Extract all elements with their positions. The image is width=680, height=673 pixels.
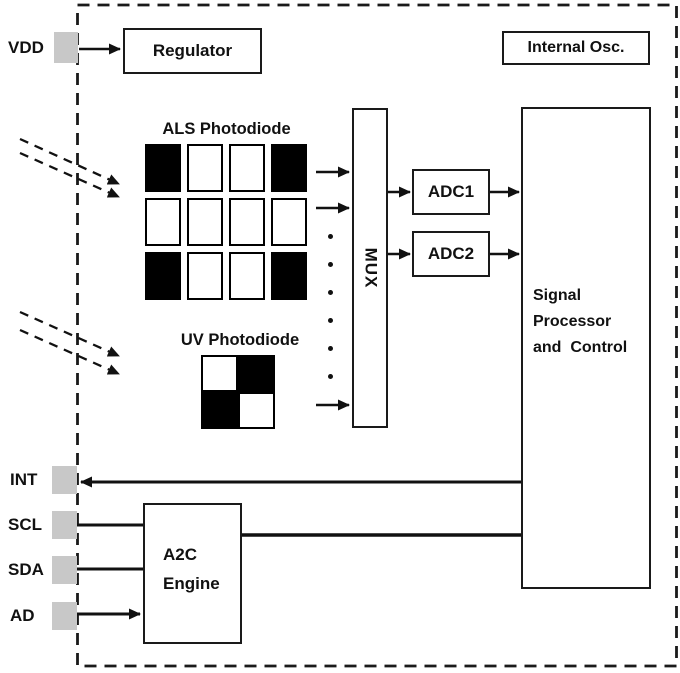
ellipsis-dot [328, 346, 333, 351]
internal-osc-block: Internal Osc. [502, 31, 650, 65]
signal-processor-label-line1: Signal [533, 287, 582, 304]
als-photodiode-label: ALS Photodiode [162, 120, 291, 138]
photodiode-cell-white [187, 198, 223, 246]
vdd-pin [54, 32, 78, 63]
scl-pin [52, 511, 77, 539]
photodiode-cell-black [145, 144, 181, 192]
adc2-block: ADC2 [412, 231, 490, 277]
photodiode-cell-white [145, 198, 181, 246]
photodiode-cell-white [238, 392, 275, 429]
a2c-engine-label-line1: A2C [163, 545, 198, 564]
sda-pin-label: SDA [8, 560, 44, 579]
light-ray-arrow-icon [19, 310, 120, 358]
int-pin-label: INT [10, 470, 38, 489]
photodiode-cell-black [271, 252, 307, 300]
ellipsis-dot [328, 290, 333, 295]
ellipsis-dot [328, 374, 333, 379]
chip-boundary-dashed-border [76, 3, 678, 668]
a2c-engine-label: A2C Engine [163, 540, 220, 598]
photodiode-cell-black [238, 355, 275, 392]
photodiode-cell-black [271, 144, 307, 192]
photodiode-cell-white [229, 198, 265, 246]
ad-pin [52, 602, 77, 630]
adc1-block: ADC1 [412, 169, 490, 215]
a2c-engine-block [143, 503, 242, 644]
a2c-engine-label-line2: Engine [163, 574, 220, 593]
scl-pin-label: SCL [8, 515, 42, 534]
signal-processor-label-line2: Processor [533, 313, 612, 330]
internal-osc-label: Internal Osc. [527, 39, 625, 56]
photodiode-cell-white [229, 252, 265, 300]
ellipsis-dot [328, 234, 333, 239]
regulator-label: Regulator [152, 41, 233, 60]
signal-processor-label: Signal Processor and Control [533, 283, 627, 361]
adc1-label: ADC1 [427, 182, 475, 201]
light-ray-arrow-icon [19, 137, 120, 186]
photodiode-cell-white [187, 144, 223, 192]
mux-channel-ellipsis [328, 234, 333, 379]
int-pin [52, 466, 77, 494]
photodiode-cell-white [229, 144, 265, 192]
ellipsis-dot [328, 262, 333, 267]
mux-block: MUX [352, 108, 388, 428]
sda-pin [52, 556, 77, 584]
vdd-pin-label: VDD [8, 38, 44, 57]
regulator-block: Regulator [123, 28, 262, 74]
signal-processor-label-line3: and Control [533, 339, 628, 356]
signal-processor-block [521, 107, 651, 589]
ad-pin-label: AD [10, 606, 35, 625]
adc2-label: ADC2 [427, 244, 475, 263]
photodiode-cell-black [201, 392, 238, 429]
uv-photodiode-array [201, 355, 275, 429]
photodiode-cell-white [187, 252, 223, 300]
light-ray-arrow-icon [19, 151, 120, 199]
als-photodiode-array [145, 144, 307, 300]
ellipsis-dot [328, 318, 333, 323]
photodiode-cell-white [271, 198, 307, 246]
light-ray-arrow-icon [19, 328, 120, 376]
photodiode-cell-black [145, 252, 181, 300]
photodiode-cell-white [201, 355, 238, 392]
uv-photodiode-label: UV Photodiode [180, 331, 300, 349]
mux-label: MUX [361, 247, 380, 289]
